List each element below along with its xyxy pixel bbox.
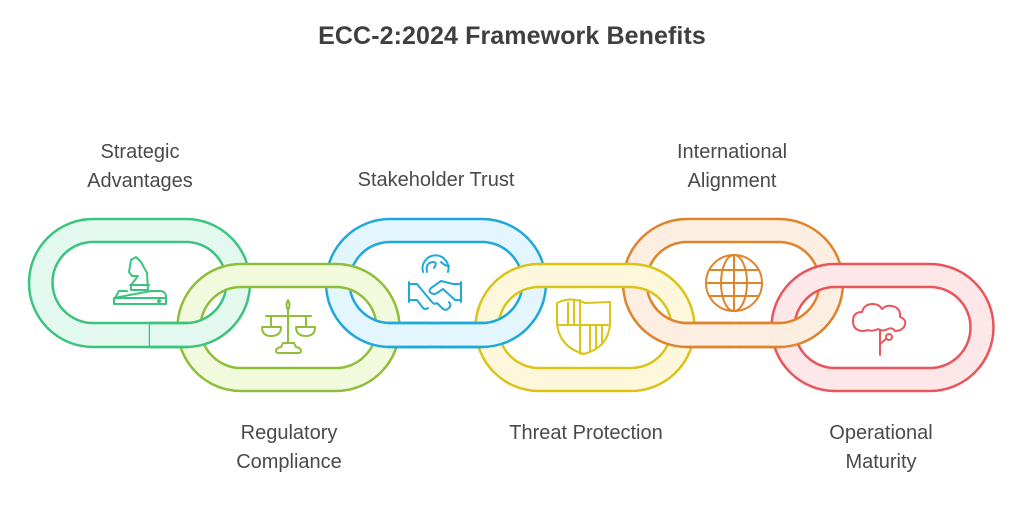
shield-icon: [556, 298, 611, 355]
label-international-alignment: International Alignment: [676, 141, 788, 192]
label-regulatory-compliance: Regulatory Compliance: [236, 422, 342, 473]
diagram-title: ECC-2:2024 Framework Benefits: [318, 22, 706, 50]
tree-icon: [852, 303, 907, 356]
label-strategic-advantages: Strategic Advantages: [87, 141, 193, 192]
label-threat-protection: Threat Protection: [509, 422, 663, 444]
globe-icon: [705, 254, 763, 312]
label-stakeholder-trust: Stakeholder Trust: [357, 169, 515, 191]
chain-link-operational-maturity: [770, 262, 995, 393]
label-operational-maturity: Operational Maturity: [829, 422, 933, 473]
chain-link-regulatory-compliance: [176, 262, 401, 393]
scales-of-justice-icon: [261, 299, 316, 354]
chain-link-threat-protection: [474, 262, 696, 393]
handshake-globe-icon: [408, 254, 462, 311]
chess-knight-icon: [113, 256, 167, 305]
